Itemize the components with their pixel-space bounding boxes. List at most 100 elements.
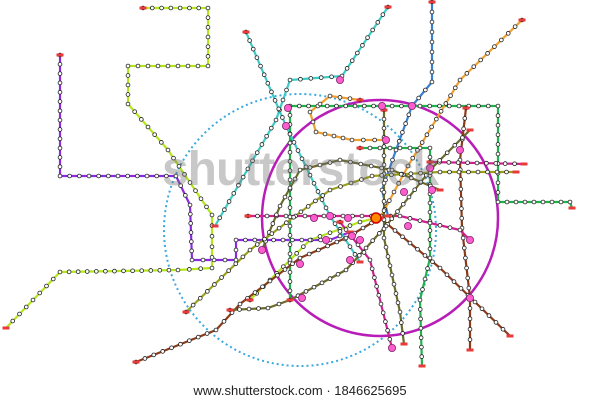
station-dot	[243, 237, 248, 243]
station-dot	[444, 272, 450, 278]
station-dot	[169, 345, 174, 351]
station-dot	[269, 89, 274, 95]
station-dot	[219, 275, 224, 280]
station-dot	[387, 145, 393, 151]
station-dot	[397, 213, 403, 219]
station-dot	[327, 230, 333, 236]
station-dot	[187, 202, 193, 208]
station-dot	[176, 163, 182, 169]
station-dot	[395, 300, 401, 306]
station-dot	[338, 184, 343, 189]
station-dot	[307, 237, 313, 243]
station-dot	[370, 27, 375, 33]
station-dot	[320, 193, 326, 198]
interchange-station	[343, 213, 352, 222]
station-dot	[291, 214, 296, 220]
station-dot	[287, 149, 293, 155]
station-dot	[407, 216, 413, 221]
station-dot	[400, 234, 405, 240]
station-dot	[175, 267, 181, 273]
station-dot	[352, 103, 358, 109]
station-dot	[287, 140, 293, 146]
station-dot	[495, 142, 501, 147]
station-dot	[287, 185, 293, 191]
station-dot	[247, 247, 253, 253]
station-dot	[103, 268, 108, 274]
station-dot	[187, 338, 192, 343]
terminal-marker	[428, 0, 436, 4]
station-dot	[145, 124, 151, 130]
station-dot	[531, 199, 537, 205]
interchange-station	[403, 221, 412, 230]
station-dot	[361, 103, 367, 109]
station-dot	[447, 225, 453, 230]
station-dot	[57, 155, 63, 160]
interchange-station	[345, 255, 354, 264]
station-dot	[317, 234, 323, 239]
station-dot	[290, 261, 295, 267]
station-dot	[252, 237, 258, 243]
terminal-marker	[568, 206, 576, 210]
station-dot	[334, 103, 339, 109]
station-dot	[360, 225, 366, 231]
interchange-station	[425, 163, 434, 172]
terminal-marker	[512, 170, 520, 174]
station-dot	[233, 261, 239, 267]
station-dot	[168, 5, 174, 11]
station-dot	[495, 199, 501, 205]
station-dot	[427, 220, 433, 226]
station-dot	[187, 267, 192, 272]
station-dot	[416, 95, 421, 101]
station-dot	[493, 161, 499, 166]
station-dot	[437, 103, 442, 109]
interchange-station	[455, 145, 464, 154]
station-dot	[112, 268, 117, 274]
station-dot	[77, 173, 82, 179]
station-dot	[347, 223, 353, 228]
station-dot	[151, 352, 157, 358]
station-dot	[461, 245, 467, 251]
station-dot	[57, 173, 63, 179]
station-dot	[460, 235, 466, 241]
station-dot	[447, 169, 452, 175]
station-dot	[448, 93, 453, 98]
terminal-marker	[132, 360, 140, 364]
station-dot	[522, 199, 528, 205]
interchange-station	[377, 102, 386, 111]
station-dot	[302, 213, 308, 219]
station-dot	[270, 221, 276, 226]
station-dot	[327, 187, 333, 193]
station-dot	[348, 180, 354, 186]
station-dot	[420, 287, 425, 292]
station-dot	[287, 159, 293, 164]
station-dot	[332, 221, 338, 226]
station-dot	[375, 20, 381, 25]
station-dot	[295, 148, 301, 153]
station-dot	[306, 103, 311, 109]
station-dot	[282, 267, 288, 272]
station-dot	[188, 221, 193, 226]
station-dot	[198, 266, 203, 271]
station-dot	[376, 292, 382, 298]
station-dot	[322, 131, 328, 137]
station-dot	[287, 131, 293, 137]
station-dot	[415, 246, 420, 252]
station-dot	[319, 197, 325, 202]
station-dot	[400, 331, 405, 336]
station-dot	[254, 242, 260, 247]
station-dot	[505, 31, 511, 36]
station-dot	[369, 266, 375, 272]
station-dot	[265, 305, 271, 311]
station-dot	[381, 180, 387, 186]
station-dot	[313, 198, 318, 204]
station-dot	[334, 239, 340, 245]
station-dot	[280, 237, 286, 243]
station-dot	[154, 173, 159, 179]
station-dot	[403, 121, 408, 126]
terminal-marker	[244, 214, 252, 218]
station-dot	[484, 160, 489, 166]
station-dot	[321, 213, 327, 219]
station-dot	[205, 5, 211, 11]
station-dot	[504, 199, 510, 205]
station-dot	[277, 203, 283, 209]
